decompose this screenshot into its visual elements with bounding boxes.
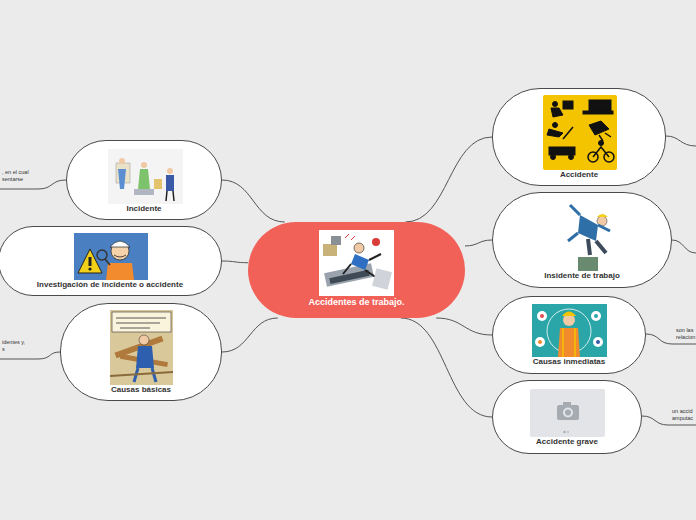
leader-line bbox=[646, 334, 696, 344]
note-text: sentarse bbox=[2, 176, 23, 183]
illustration bbox=[543, 95, 617, 170]
node-label: Investigación de incidente o accidente bbox=[5, 280, 215, 290]
node-label: Accidente bbox=[499, 170, 659, 180]
illustration bbox=[532, 304, 607, 357]
illustration bbox=[319, 230, 394, 296]
note-text: son las bbox=[676, 327, 693, 334]
branch-line bbox=[401, 318, 492, 417]
note-text: , en el cual bbox=[2, 169, 29, 176]
node-label: Accidentes de trabajo. bbox=[254, 297, 459, 308]
leader-line bbox=[672, 240, 696, 253]
branch-line bbox=[405, 137, 492, 222]
image-placeholder bbox=[530, 389, 605, 437]
node-label: Causas inmediatas bbox=[499, 357, 639, 367]
topic-node: Accidente bbox=[492, 88, 666, 186]
node-label: Insidente de trabajo bbox=[499, 271, 665, 281]
branch-line bbox=[222, 318, 278, 352]
branch-line bbox=[436, 318, 492, 335]
node-label: Incidente bbox=[73, 204, 215, 214]
branch-line bbox=[222, 180, 285, 222]
topic-node: Investigación de incidente o accidente bbox=[0, 226, 222, 296]
topic-node: Causas básicas bbox=[60, 303, 222, 401]
illustration bbox=[566, 201, 616, 271]
node-label: Causas básicas bbox=[67, 385, 215, 395]
note-text: identes y, bbox=[2, 339, 25, 346]
topic-node: Causas inmediatas bbox=[492, 296, 646, 374]
topic-node: Accidente grave bbox=[492, 380, 642, 454]
note-text: amputac bbox=[672, 415, 693, 422]
note-text: un accid bbox=[672, 408, 693, 415]
illustration bbox=[110, 310, 173, 385]
branch-line bbox=[222, 261, 248, 263]
illustration bbox=[108, 149, 183, 204]
node-label: Accidente grave bbox=[499, 437, 635, 447]
note-text: relacion bbox=[676, 334, 695, 341]
branch-line bbox=[465, 240, 492, 246]
topic-node: Incidente bbox=[66, 140, 222, 220]
leader-line bbox=[666, 136, 696, 146]
topic-node: Insidente de trabajo bbox=[492, 192, 672, 288]
note-text: s bbox=[2, 346, 5, 353]
central-topic: Accidentes de trabajo. bbox=[248, 222, 465, 318]
leader-line bbox=[0, 352, 60, 359]
illustration bbox=[74, 233, 148, 280]
leader-line bbox=[642, 416, 696, 425]
